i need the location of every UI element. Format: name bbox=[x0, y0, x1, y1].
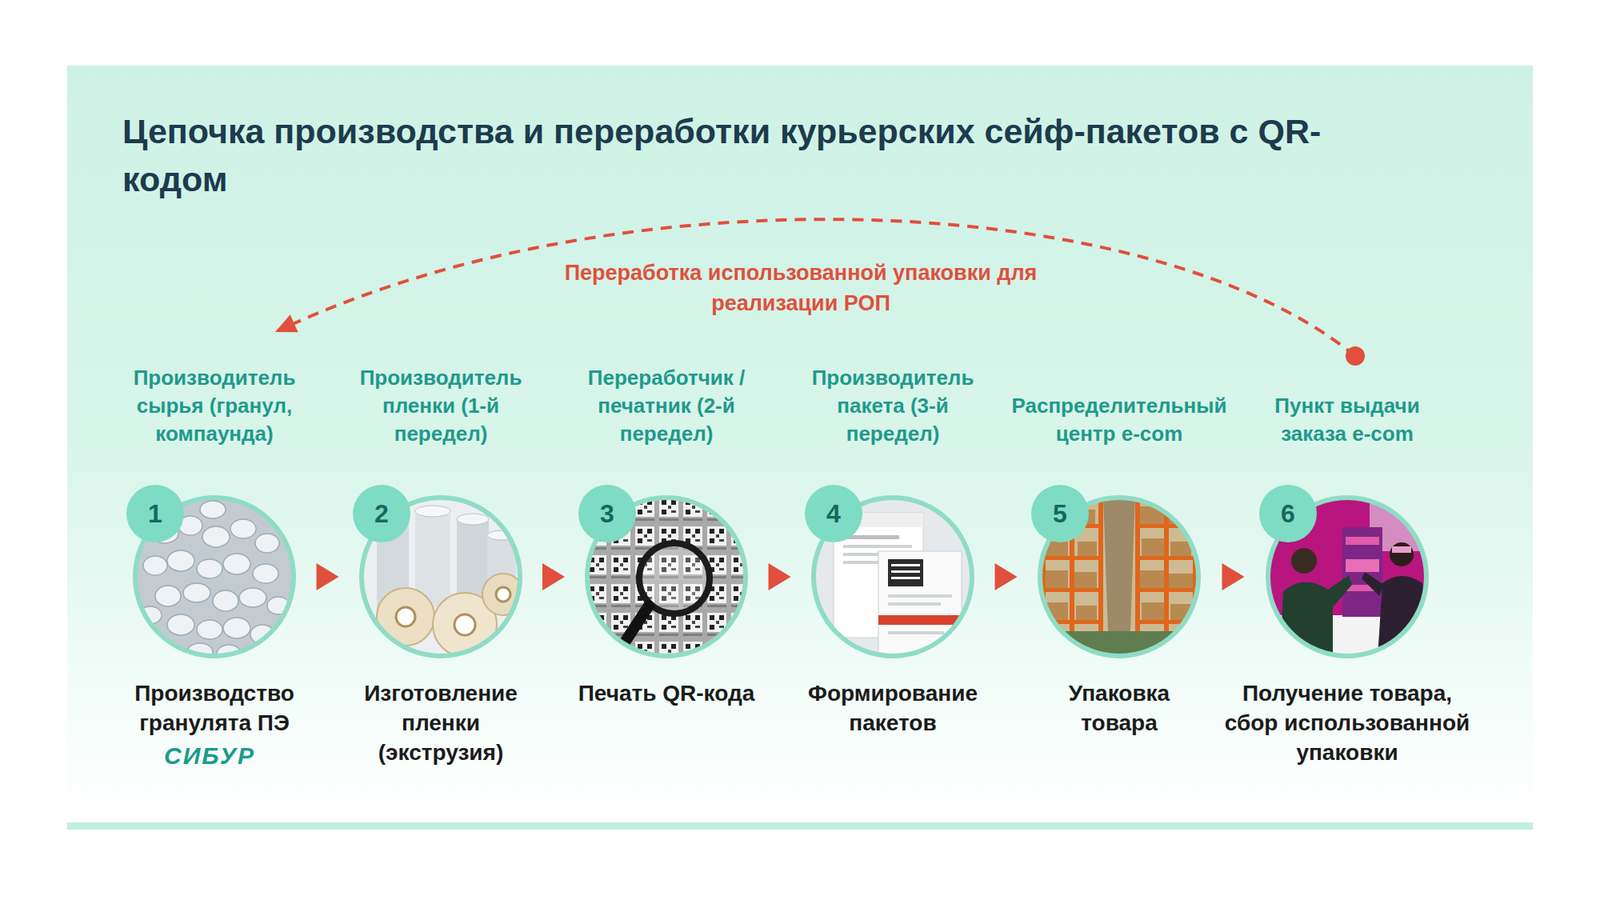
step-number-badge: 5 bbox=[1031, 484, 1089, 543]
edge-label: Переработка использованной упаковки для … bbox=[560, 257, 1041, 319]
arrow-triangle bbox=[995, 563, 1018, 591]
flow-connector bbox=[296, 563, 360, 591]
badge-circle bbox=[352, 484, 411, 543]
step-heading: Переработчик / печатник (2-й передел) bbox=[562, 364, 771, 448]
step-caption: Печать QR-кода bbox=[562, 678, 771, 708]
badge-circle bbox=[126, 484, 184, 543]
step-caption: Формирование пакетов bbox=[800, 678, 985, 738]
callout-number: 4 bbox=[804, 484, 863, 543]
step-number-badge: 1 bbox=[126, 484, 184, 543]
step-number-badge: 2 bbox=[352, 484, 411, 543]
step-number-badge: 6 bbox=[1259, 484, 1317, 543]
process-step: Переработчик / печатник (2-й передел)Печ… bbox=[584, 495, 748, 659]
step-caption: Производство гранулята ПЭ bbox=[118, 678, 311, 738]
badge-circle bbox=[804, 484, 863, 543]
arrow-triangle bbox=[542, 563, 565, 591]
flow-connector bbox=[748, 563, 812, 591]
badge-circle bbox=[1031, 484, 1089, 543]
process-step: Распределительный центр e-comУпаковка то… bbox=[1037, 495, 1201, 659]
step-number-badge: 4 bbox=[804, 484, 863, 543]
process-step: Производитель пленки (1-й передел)Изгото… bbox=[359, 495, 523, 659]
badge-circle bbox=[578, 484, 636, 543]
badge-circle bbox=[1259, 484, 1317, 543]
step-heading: Производитель пакета (3-й передел) bbox=[788, 364, 997, 448]
flow-connector bbox=[275, 219, 1365, 366]
callout-number: 3 bbox=[578, 484, 636, 543]
callout-number: 1 bbox=[126, 484, 184, 543]
step-caption: Упаковка товара bbox=[1039, 678, 1200, 738]
arrow-triangle bbox=[1222, 563, 1245, 591]
process-step: Производитель сырья (гранул, компаунда)П… bbox=[132, 495, 296, 659]
diagram-title: Цепочка производства и переработки курье… bbox=[122, 107, 1395, 204]
step-heading: Распределительный центр e-com bbox=[1003, 392, 1236, 448]
arrow-head bbox=[275, 314, 299, 332]
dashed-return-arc bbox=[289, 219, 1356, 356]
step-caption: Изготовление пленки (экструзия) bbox=[352, 678, 529, 768]
step-heading: Пункт выдачи заказа e-com bbox=[1251, 392, 1444, 448]
arrow-triangle bbox=[768, 563, 792, 591]
step-heading: Производитель сырья (гранул, компаунда) bbox=[110, 364, 319, 448]
callout-number: 5 bbox=[1031, 484, 1089, 543]
bottom-rule bbox=[67, 822, 1533, 830]
step-heading: Производитель пленки (1-й передел) bbox=[336, 364, 545, 448]
callout-number: 6 bbox=[1259, 484, 1317, 543]
start-dot bbox=[1345, 346, 1365, 366]
arrow-triangle bbox=[316, 563, 340, 591]
flow-connector bbox=[522, 563, 585, 591]
step-caption: Получение товара, сбор использованной уп… bbox=[1215, 678, 1480, 768]
flow-connector bbox=[974, 563, 1038, 591]
process-step: Производитель пакета (3-й передел)Формир… bbox=[811, 495, 975, 659]
flow-connector bbox=[1200, 563, 1266, 591]
callout-number: 2 bbox=[352, 484, 411, 543]
brand-logo: СИБУР bbox=[164, 742, 256, 770]
process-step: Пункт выдачи заказа e-comПолучение товар… bbox=[1265, 495, 1429, 659]
step-number-badge: 3 bbox=[578, 484, 636, 543]
